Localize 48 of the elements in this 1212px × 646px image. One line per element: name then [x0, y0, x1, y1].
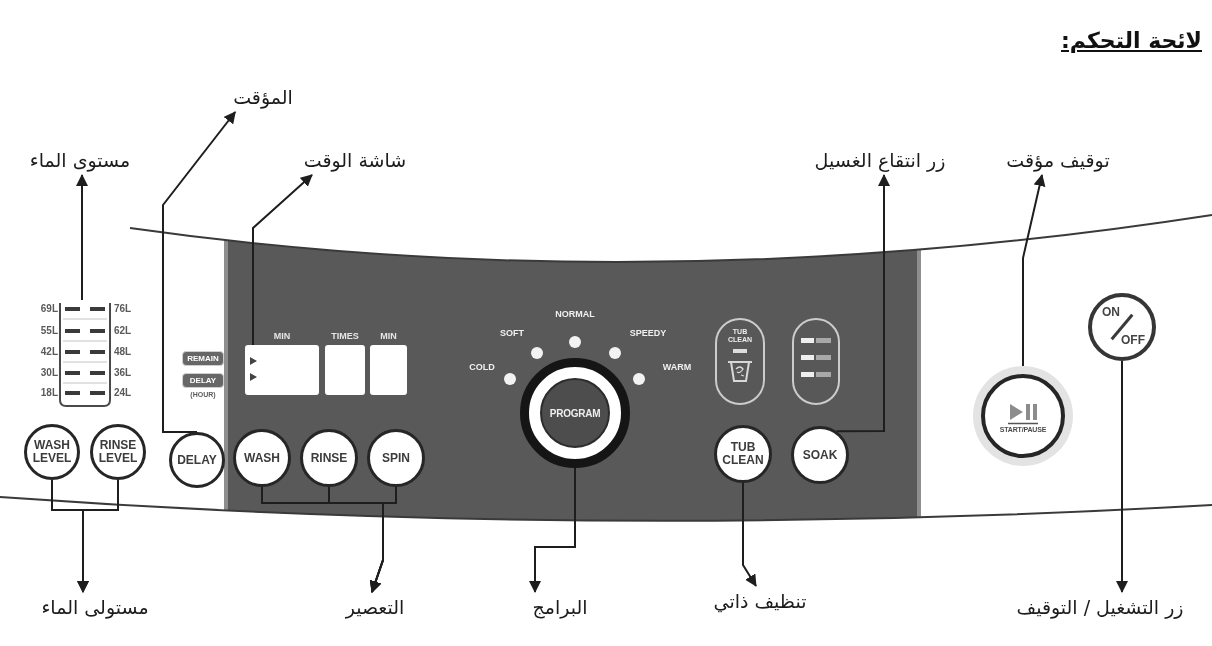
- callout-label: زر انتقاع الغسيل: [814, 148, 946, 172]
- display-label: MIN: [380, 331, 397, 341]
- rinse-level-button: RINSE LEVEL: [90, 424, 146, 480]
- callout-label: زر التشغيل / التوقيف: [1016, 595, 1184, 619]
- callout-label: التعصير: [345, 595, 405, 619]
- program-option-label: COLD: [469, 362, 495, 372]
- leader-arrow: [529, 467, 576, 593]
- callout-label: المؤقت: [233, 85, 293, 109]
- leader-arrow: [162, 111, 237, 433]
- leader-arrow: [1022, 174, 1046, 367]
- leader-arrow: [742, 482, 757, 587]
- level-label: 42L: [40, 346, 58, 358]
- display-screen: [325, 345, 365, 395]
- leader-arrow: [369, 486, 397, 593]
- level-label: 48L: [114, 346, 132, 358]
- level-label: 30L: [40, 367, 58, 379]
- callout-label: مستوى الماء: [29, 148, 131, 172]
- display-screen: [245, 345, 319, 395]
- level-label: 62L: [114, 325, 132, 337]
- program-option-label: SOFT: [500, 328, 524, 338]
- leader-arrow: [77, 479, 119, 593]
- power-button: ON OFF: [1088, 293, 1156, 361]
- program-option-label: NORMAL: [555, 309, 595, 319]
- leader-arrow: [252, 174, 313, 346]
- program-option-label: WARM: [662, 362, 692, 372]
- display-screen: [370, 345, 407, 395]
- indicator-badge: DELAY: [182, 373, 224, 388]
- indicator-badge: REMAIN: [182, 351, 224, 366]
- callout-label: تنظيف ذاتي: [713, 589, 807, 613]
- level-label: 24L: [114, 387, 132, 399]
- leader-arrow: [76, 174, 88, 301]
- level-label: 18L: [40, 387, 58, 399]
- level-label: 55L: [40, 325, 58, 337]
- leader-arrow: [835, 174, 890, 433]
- callout-label: توقيف مؤقت: [1006, 148, 1110, 172]
- callout-label: البرامج: [532, 595, 588, 619]
- level-label: 36L: [114, 367, 132, 379]
- display-label: MIN: [273, 331, 291, 341]
- level-label: 76L: [114, 303, 132, 315]
- display-label: TIMES: [331, 331, 359, 341]
- delay-button: DELAY: [169, 432, 225, 488]
- callout-label: مستولى الماء: [41, 595, 149, 619]
- callout-label: شاشة الوقت: [303, 148, 407, 172]
- leader-arrow: [1116, 360, 1128, 593]
- level-label: 69L: [40, 303, 58, 315]
- page-title: لائحة التحكم:: [1061, 27, 1202, 55]
- program-option-label: SPEEDY: [629, 328, 667, 338]
- wash-level-button: WASH LEVEL: [24, 424, 80, 480]
